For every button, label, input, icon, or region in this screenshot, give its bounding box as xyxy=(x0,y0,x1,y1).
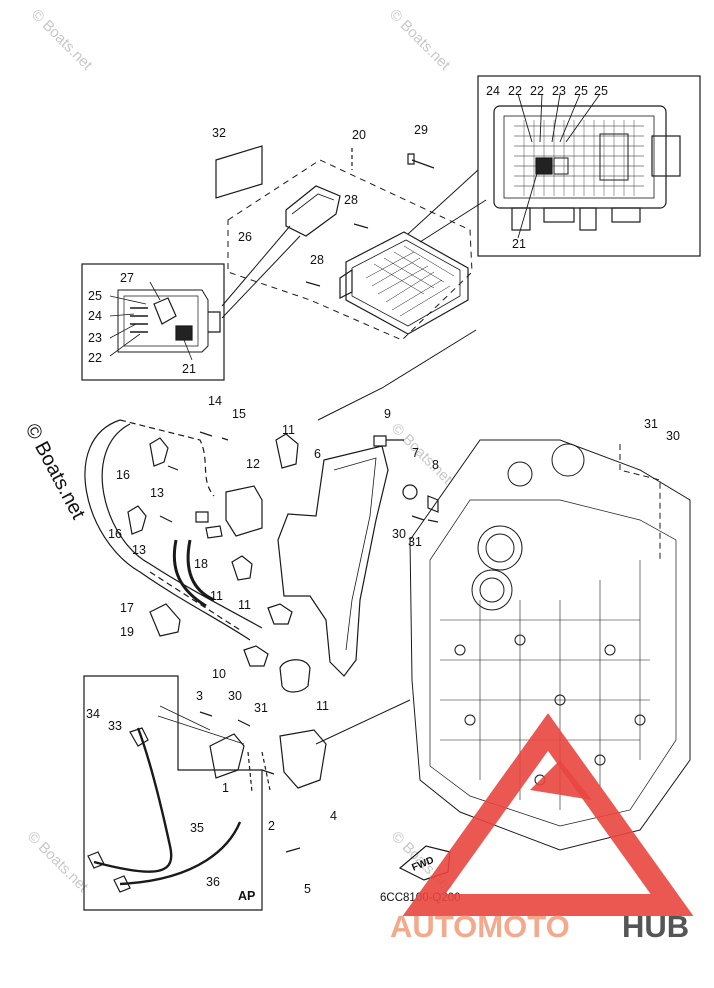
brand-logo: AUTOMOTO HUB xyxy=(390,713,694,944)
brand-triangle-icon xyxy=(402,713,694,916)
callout-25-inset-a: 25 xyxy=(574,84,588,98)
callout-7: 7 xyxy=(412,446,419,460)
callout-17: 17 xyxy=(120,601,134,615)
callout-23: 23 xyxy=(88,331,102,345)
callout-9: 9 xyxy=(384,407,391,421)
callout-21: 21 xyxy=(182,362,196,376)
callout-16-b: 16 xyxy=(108,527,122,541)
gasket-32 xyxy=(215,145,263,199)
callout-16-a: 16 xyxy=(116,468,130,482)
callout-11-d: 11 xyxy=(316,699,329,713)
harness-17 xyxy=(84,419,251,641)
callout-3: 3 xyxy=(196,689,203,703)
callout-30-mid: 30 xyxy=(392,527,406,541)
callout-2: 2 xyxy=(268,819,275,833)
fwd-label: FWD xyxy=(410,855,435,874)
bracket-4 xyxy=(279,729,327,789)
callout-23-inset: 23 xyxy=(552,84,566,98)
callout-32: 32 xyxy=(212,126,226,140)
callout-35: 35 xyxy=(190,821,204,835)
callout-28-mid: 28 xyxy=(310,253,324,267)
callout-15: 15 xyxy=(232,407,246,421)
callout-36: 36 xyxy=(206,875,220,889)
callout-22-inset-b: 22 xyxy=(530,84,544,98)
ecm-unit xyxy=(339,231,469,335)
callout-22-inset-a: 22 xyxy=(508,84,522,98)
callout-30-bottom: 30 xyxy=(228,689,242,703)
clip-19 xyxy=(149,603,181,637)
callout-30-right: 30 xyxy=(666,429,680,443)
callout-33: 33 xyxy=(108,719,122,733)
callout-8: 8 xyxy=(432,458,439,472)
ecm-assembly-dashed-outline xyxy=(227,159,473,341)
ecm-detail-body xyxy=(493,105,667,209)
callout-28-top: 28 xyxy=(344,193,358,207)
relay-12 xyxy=(225,485,263,537)
callout-6: 6 xyxy=(314,447,321,461)
callout-31-right: 31 xyxy=(644,417,658,431)
callout-1: 1 xyxy=(222,781,229,795)
callout-11-c: 11 xyxy=(238,598,251,612)
brand-name-part1: AUTOMOTO xyxy=(390,909,570,944)
connector-detail-inset xyxy=(81,263,225,381)
bracket-26 xyxy=(285,185,341,237)
callout-24: 24 xyxy=(88,309,102,323)
callout-24-inset: 24 xyxy=(486,84,500,98)
sensor-bracket-1 xyxy=(209,733,245,779)
brand-name-part2: HUB xyxy=(622,909,689,944)
callout-20: 20 xyxy=(352,128,366,142)
callout-29: 29 xyxy=(414,123,428,137)
callout-11-b: 11 xyxy=(210,589,223,603)
grommet-7 xyxy=(402,484,418,500)
callout-11-a: 11 xyxy=(282,423,295,437)
callout-18: 18 xyxy=(194,557,208,571)
callout-13-a: 13 xyxy=(150,486,164,500)
cable-36 xyxy=(93,727,173,873)
callout-10: 10 xyxy=(212,667,226,681)
callout-21-inset: 21 xyxy=(512,237,526,251)
ap-label: AP xyxy=(238,889,255,903)
callout-26: 26 xyxy=(238,230,252,244)
bracket-6 xyxy=(277,445,389,677)
callout-19: 19 xyxy=(120,625,134,639)
callout-22: 22 xyxy=(88,351,102,365)
callout-27: 27 xyxy=(120,271,134,285)
callout-31-bottom: 31 xyxy=(254,701,268,715)
callout-31-mid: 31 xyxy=(408,535,422,549)
callout-34: 34 xyxy=(86,707,100,721)
clamp-11-bottom xyxy=(279,659,311,693)
ecm-detail-inset xyxy=(477,75,701,257)
callout-25-inset-b: 25 xyxy=(594,84,608,98)
callout-25: 25 xyxy=(88,289,102,303)
callout-5: 5 xyxy=(304,882,311,896)
engine-block xyxy=(409,439,691,851)
callout-12: 12 xyxy=(246,457,260,471)
callout-14: 14 xyxy=(208,394,222,408)
callout-13-b: 13 xyxy=(132,543,146,557)
callout-4: 4 xyxy=(330,809,337,823)
